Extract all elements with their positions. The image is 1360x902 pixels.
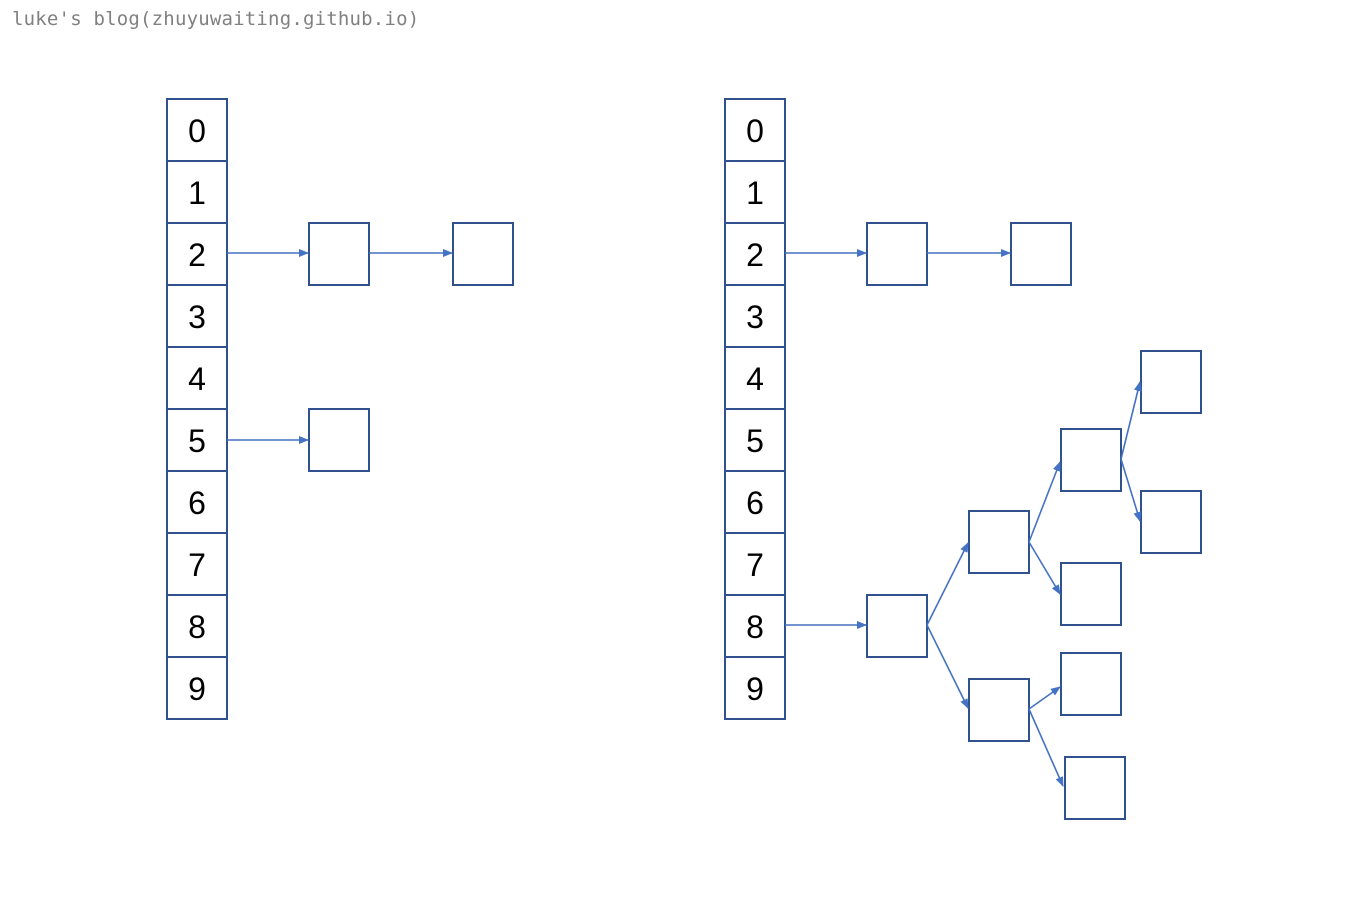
blog-watermark: luke's blog(zhuyuwaiting.github.io) [12, 8, 420, 30]
right-tree [785, 350, 1202, 820]
right-bucket-1: 1 [724, 160, 786, 224]
tree-node [968, 678, 1030, 742]
tree-node [1060, 652, 1122, 716]
left-bucket-2: 2 [166, 222, 228, 286]
left-bucket-5: 5 [166, 408, 228, 472]
left-bucket-7: 7 [166, 532, 228, 596]
left-bucket-6: 6 [166, 470, 228, 534]
right-linked-list [785, 222, 1072, 286]
right-bucket-index: 2 [746, 237, 764, 273]
tree-edge [1028, 461, 1061, 543]
left-bucket-index: 7 [188, 547, 206, 583]
tree-edge [1028, 541, 1061, 595]
right-bucket-index: 0 [746, 113, 764, 149]
list-node [308, 408, 370, 472]
tree-edge [1028, 686, 1061, 710]
tree-edge [1120, 458, 1142, 522]
tree-node [1140, 350, 1202, 414]
right-bucket-4: 4 [724, 346, 786, 410]
tree-node [1064, 756, 1126, 820]
list-node [866, 222, 928, 286]
left-bucket-index: 8 [188, 609, 206, 645]
left-bucket-index: 6 [188, 485, 206, 521]
right-bucket-index: 5 [746, 423, 764, 459]
tree-edge [926, 542, 969, 626]
left-hash-table: 0 1 2 3 4 5 6 7 8 9 [166, 98, 228, 720]
tree-node [968, 510, 1030, 574]
left-bucket-8: 8 [166, 594, 228, 658]
left-bucket-index: 4 [188, 361, 206, 397]
tree-node [1060, 562, 1122, 626]
right-bucket-5: 5 [724, 408, 786, 472]
right-bucket-2: 2 [724, 222, 786, 286]
right-bucket-0: 0 [724, 98, 786, 162]
tree-node [1060, 428, 1122, 492]
left-bucket-index: 9 [188, 671, 206, 707]
right-bucket-7: 7 [724, 532, 786, 596]
left-bucket-index: 1 [188, 175, 206, 211]
list-node [1010, 222, 1072, 286]
right-bucket-index: 9 [746, 671, 764, 707]
left-bucket-3: 3 [166, 284, 228, 348]
right-bucket-9: 9 [724, 656, 786, 720]
right-bucket-index: 1 [746, 175, 764, 211]
tree-edge [926, 624, 969, 709]
right-bucket-index: 6 [746, 485, 764, 521]
right-bucket-6: 6 [724, 470, 786, 534]
left-bucket-1: 1 [166, 160, 228, 224]
right-bucket-index: 8 [746, 609, 764, 645]
right-bucket-8: 8 [724, 594, 786, 658]
tree-edge [1120, 381, 1142, 460]
left-bucket-9: 9 [166, 656, 228, 720]
right-hash-table: 0 1 2 3 4 5 6 7 8 9 [724, 98, 786, 720]
right-bucket-3: 3 [724, 284, 786, 348]
right-bucket-index: 3 [746, 299, 764, 335]
left-bucket-index: 0 [188, 113, 206, 149]
left-bucket-index: 5 [188, 423, 206, 459]
left-bucket-index: 3 [188, 299, 206, 335]
list-node [308, 222, 370, 286]
left-bucket-index: 2 [188, 237, 206, 273]
left-bucket-4: 4 [166, 346, 228, 410]
left-bucket-0: 0 [166, 98, 228, 162]
right-bucket-index: 7 [746, 547, 764, 583]
list-node [452, 222, 514, 286]
tree-edge [1028, 708, 1064, 787]
right-bucket-index: 4 [746, 361, 764, 397]
tree-node [1140, 490, 1202, 554]
tree-node-root [866, 594, 928, 658]
left-linked-lists [227, 222, 514, 472]
